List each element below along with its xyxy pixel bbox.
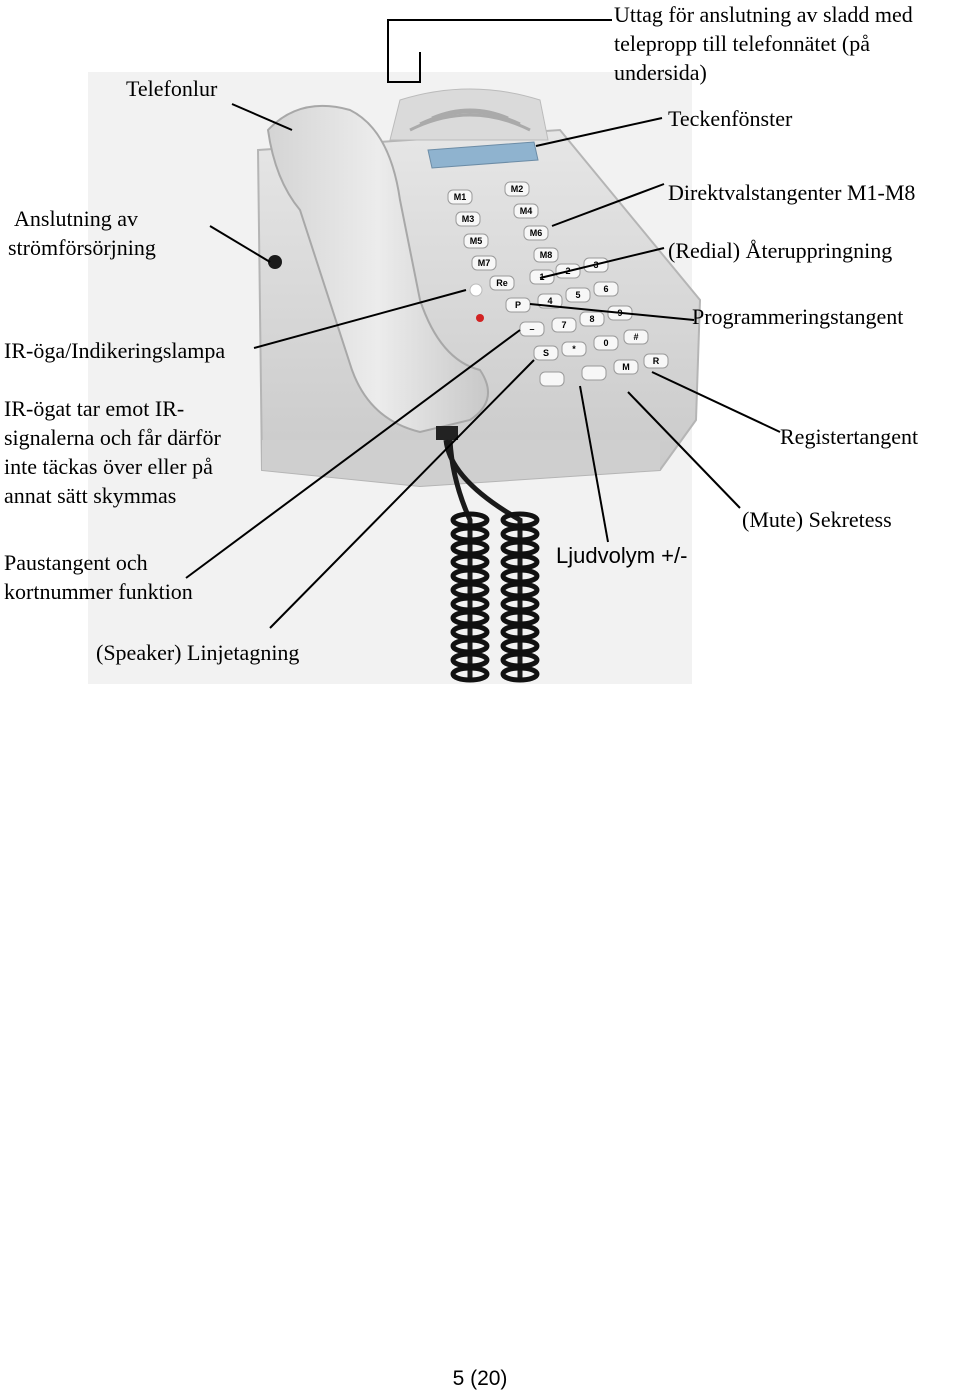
ir-led bbox=[476, 314, 484, 322]
label-anslutning: Anslutning av strömförsörjning bbox=[8, 204, 156, 262]
svg-text:8: 8 bbox=[589, 314, 594, 324]
label-uttag-line2: telepropp till telefonnätet (på bbox=[614, 31, 870, 56]
memory-key-m7: M7 bbox=[471, 255, 497, 271]
memory-key-m1: M1 bbox=[447, 189, 473, 205]
label-ljudvolym: Ljudvolym +/- bbox=[556, 543, 688, 568]
svg-text:6: 6 bbox=[603, 284, 608, 294]
svg-text:S: S bbox=[543, 348, 549, 358]
function-key-0: Re bbox=[489, 275, 515, 291]
leader-telefonlur bbox=[231, 103, 293, 131]
svg-text:Re: Re bbox=[496, 278, 508, 288]
coiled-cord bbox=[443, 439, 523, 680]
memory-key-m8: M8 bbox=[533, 247, 559, 263]
svg-text:M: M bbox=[622, 362, 630, 372]
digit-key-10: 0 bbox=[593, 335, 619, 351]
label-paustangent-line1: Paustangent och bbox=[4, 550, 148, 575]
leader-ir-oga bbox=[253, 289, 467, 349]
label-ir-note-line1: IR-ögat tar emot IR- bbox=[4, 396, 185, 421]
label-direktval: Direktvalstangenter M1-M8 bbox=[668, 180, 916, 205]
label-uttag-line3: undersida) bbox=[614, 60, 707, 85]
phone-base-front bbox=[262, 440, 660, 486]
function-key-2: – bbox=[519, 321, 545, 337]
svg-text:M7: M7 bbox=[478, 258, 491, 268]
volume-up-key bbox=[581, 365, 607, 381]
label-ir-oga: IR-öga/Indikeringslampa bbox=[4, 338, 226, 363]
svg-text:M5: M5 bbox=[470, 236, 483, 246]
label-uttag-line1: Uttag för anslutning av sladd med bbox=[614, 2, 913, 27]
svg-text:–: – bbox=[529, 324, 534, 334]
leader-ljudvolym bbox=[579, 385, 609, 543]
label-paustangent-line2: kortnummer funktion bbox=[4, 579, 193, 604]
right-key-m: M bbox=[613, 359, 639, 375]
digit-key-4: 5 bbox=[565, 287, 591, 303]
handset bbox=[266, 104, 489, 434]
display-window bbox=[427, 141, 539, 169]
svg-text:5: 5 bbox=[575, 290, 580, 300]
leader-mute bbox=[627, 391, 741, 509]
svg-text:P: P bbox=[515, 300, 521, 310]
label-anslutning-line1: Anslutning av bbox=[14, 206, 139, 231]
label-registertangent: Registertangent bbox=[780, 424, 919, 449]
right-key-r: R bbox=[643, 353, 669, 369]
digit-key-7: 8 bbox=[579, 311, 605, 327]
memory-key-m5: M5 bbox=[463, 233, 489, 249]
digit-key-9: * bbox=[561, 341, 587, 357]
svg-text:*: * bbox=[572, 344, 576, 354]
page-number: 5 (20) bbox=[452, 1367, 508, 1390]
label-telefonlur: Telefonlur bbox=[126, 76, 218, 101]
label-speaker: (Speaker) Linjetagning bbox=[96, 640, 300, 665]
label-uttag: Uttag för anslutning av sladd med telepr… bbox=[614, 0, 913, 87]
label-ir-note: IR-ögat tar emot IR- signalerna och får … bbox=[4, 394, 221, 510]
svg-text:0: 0 bbox=[603, 338, 608, 348]
speaker-grill bbox=[389, 88, 549, 141]
power-jack bbox=[268, 255, 282, 269]
leader-programmering bbox=[529, 303, 695, 321]
function-key-1: P bbox=[505, 297, 531, 313]
svg-text:4: 4 bbox=[547, 296, 552, 306]
label-programmering: Programmeringstangent bbox=[692, 304, 904, 329]
leader-paustangent bbox=[185, 329, 521, 579]
svg-text:#: # bbox=[633, 332, 638, 342]
function-key-3: S bbox=[533, 345, 559, 361]
label-redial: (Redial) Återuppringning bbox=[668, 238, 893, 263]
svg-text:M3: M3 bbox=[462, 214, 475, 224]
ir-eye bbox=[469, 283, 483, 297]
leader-redial bbox=[539, 247, 665, 279]
label-ir-note-line4: annat sätt skymmas bbox=[4, 483, 177, 508]
memory-key-m2: M2 bbox=[504, 181, 530, 197]
label-teckenfonster: Teckenfönster bbox=[668, 106, 793, 131]
label-ir-note-line2: signalerna och får därför bbox=[4, 425, 221, 450]
svg-text:M2: M2 bbox=[511, 184, 524, 194]
leader-anslutning bbox=[209, 225, 271, 263]
leader-direktval bbox=[551, 183, 665, 227]
svg-text:M1: M1 bbox=[454, 192, 467, 202]
svg-text:M8: M8 bbox=[540, 250, 553, 260]
leader-uttag bbox=[387, 19, 612, 83]
volume-down-key bbox=[539, 371, 565, 387]
cord-coils bbox=[450, 511, 540, 683]
svg-text:M4: M4 bbox=[520, 206, 533, 216]
memory-key-m6: M6 bbox=[523, 225, 549, 241]
cord-jack bbox=[436, 426, 458, 440]
label-paustangent: Paustangent och kortnummer funktion bbox=[4, 548, 193, 606]
memory-key-m3: M3 bbox=[455, 211, 481, 227]
label-anslutning-line2: strömförsörjning bbox=[8, 235, 156, 260]
svg-text:R: R bbox=[653, 356, 660, 366]
cord-coil-0-11 bbox=[450, 665, 490, 683]
cord-coil-1-11 bbox=[500, 665, 540, 683]
leader-teckenfonster bbox=[535, 117, 663, 147]
label-ir-note-line3: inte täckas över eller på bbox=[4, 454, 213, 479]
digit-key-5: 6 bbox=[593, 281, 619, 297]
leader-lines bbox=[185, 19, 781, 629]
leader-registertangent bbox=[651, 371, 781, 433]
svg-text:7: 7 bbox=[561, 320, 566, 330]
label-mute: (Mute) Sekretess bbox=[742, 507, 892, 532]
digit-key-6: 7 bbox=[551, 317, 577, 333]
svg-text:M6: M6 bbox=[530, 228, 543, 238]
memory-key-m4: M4 bbox=[513, 203, 539, 219]
digit-key-11: # bbox=[623, 329, 649, 345]
leader-speaker bbox=[269, 359, 535, 629]
